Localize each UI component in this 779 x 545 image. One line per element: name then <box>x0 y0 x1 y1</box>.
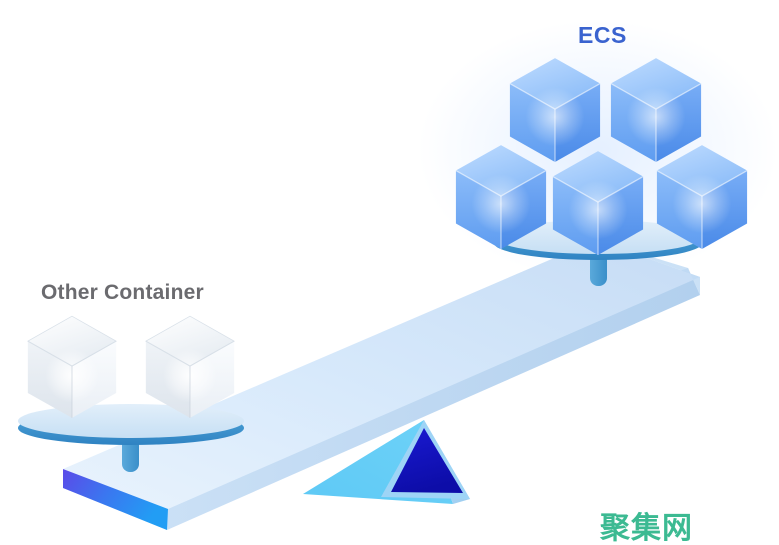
other-container-cube <box>27 315 117 419</box>
right-pan-ecs <box>455 57 748 286</box>
beam-end-cap-right <box>596 240 700 295</box>
ecs-label: ECS <box>578 22 627 48</box>
fulcrum-front-triangle <box>391 428 463 493</box>
beam-top-face <box>63 240 700 509</box>
left-pan-other-container <box>18 315 244 472</box>
beam-end-cap <box>63 469 168 530</box>
site-watermark: 聚集网 <box>600 511 693 545</box>
other-container-label: Other Container <box>41 281 204 304</box>
balance-beam <box>63 240 700 530</box>
left-pan-surface <box>18 404 244 438</box>
fulcrum-pyramid <box>303 420 470 504</box>
